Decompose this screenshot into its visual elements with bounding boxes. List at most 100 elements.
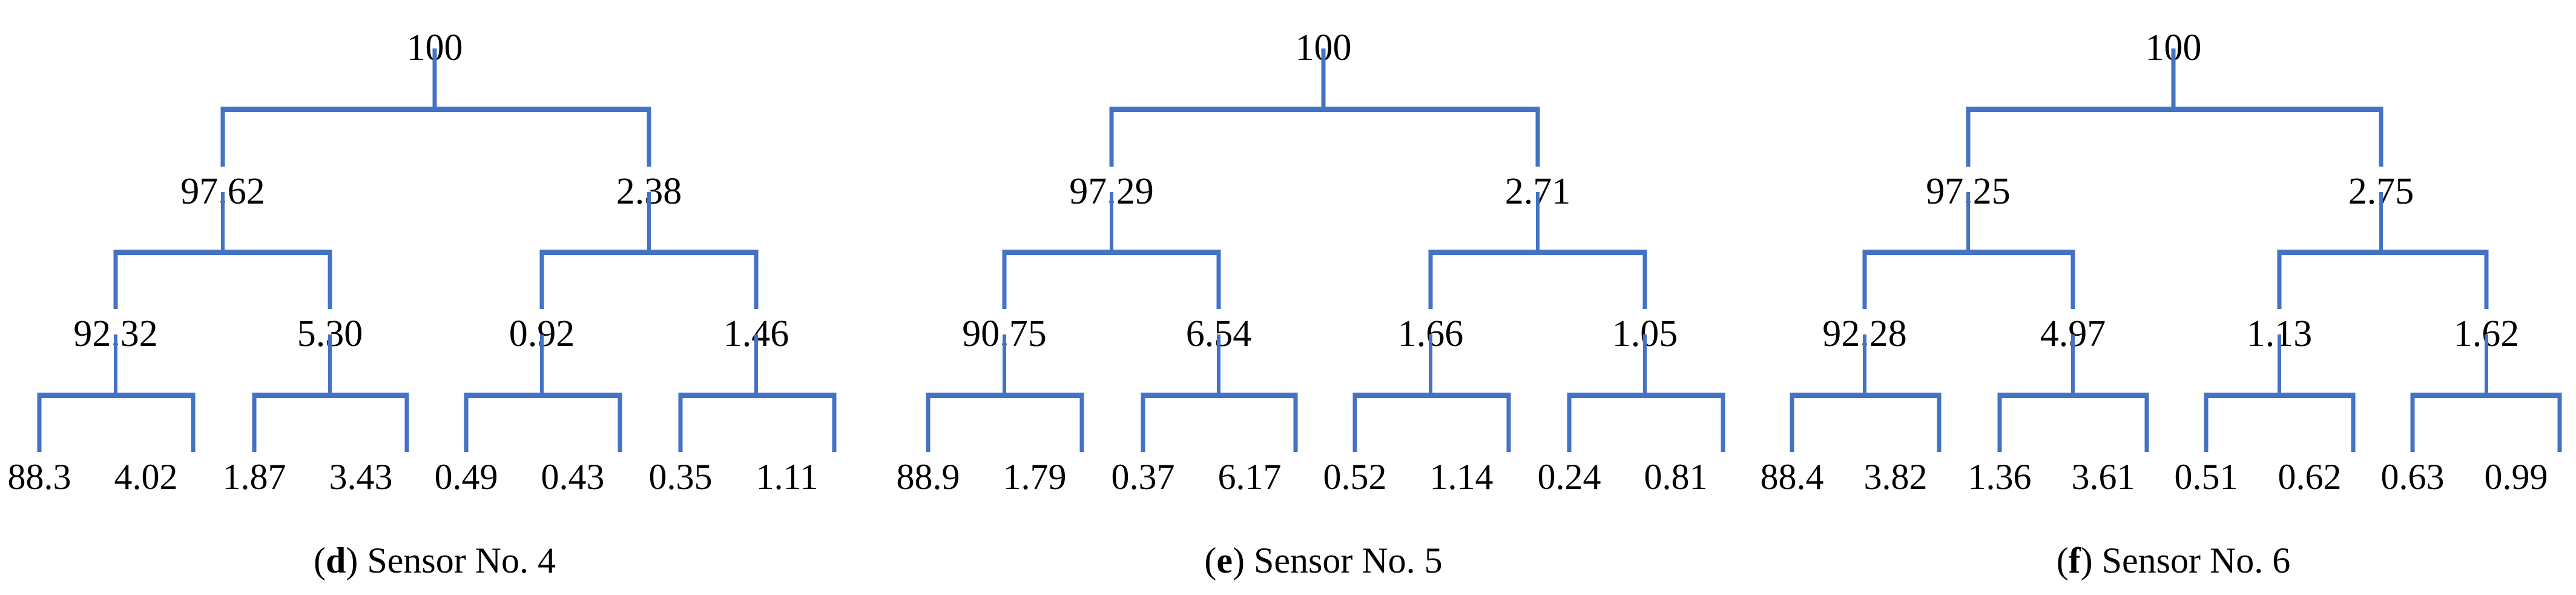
connector-level1-bus (1110, 107, 1540, 112)
caption-text: ) Sensor No. 4 (346, 540, 556, 580)
connector-level2-drop-1 (1216, 250, 1221, 309)
node-leaf-0: 88.4 (1760, 457, 1824, 497)
connector-level3-drop-1 (1079, 393, 1084, 452)
connector-level3-stem-0 (1003, 334, 1006, 395)
node-leaf-3: 3.61 (2071, 457, 2135, 497)
connector-level3-drop-5 (618, 393, 622, 452)
node-leaf-2: 1.36 (1968, 457, 2032, 497)
connector-level3-drop-0 (926, 393, 931, 452)
tree-panel-sensor-6: 100 97.25 2.75 92.28 4.97 1.13 1.62 (1756, 0, 2576, 595)
connector-level3-drop-6 (678, 393, 683, 452)
connector-level2-drop-0 (1002, 250, 1007, 309)
connector-level3-drop-4 (464, 393, 469, 452)
connector-level2-drop-3 (1642, 250, 1647, 309)
connector-level3-drop-3 (404, 393, 409, 452)
node-leaf-1: 1.79 (1003, 457, 1067, 497)
connector-level3-drop-1 (1937, 393, 1942, 452)
connector-level1-drop-right (1535, 107, 1540, 167)
connector-level3-drop-3 (2144, 393, 2149, 452)
connector-level3-drop-0 (37, 393, 42, 452)
connector-level3-drop-6 (1567, 393, 1572, 452)
caption-open-paren: ( (314, 540, 326, 580)
node-leaf-4: 0.49 (434, 457, 498, 497)
connector-root-stem (1321, 48, 1326, 109)
connector-level3-drop-1 (191, 393, 196, 452)
connector-level1-drop-left (1109, 107, 1114, 167)
connector-level2-stem-left (1110, 192, 1113, 253)
node-leaf-7: 0.99 (2484, 457, 2548, 497)
caption-letter: d (325, 540, 346, 580)
connector-level2-drop-2 (1428, 250, 1433, 309)
connector-level3-drop-5 (1506, 393, 1511, 452)
connector-level1-drop-right (2379, 107, 2383, 167)
connector-level2-stem-left (1966, 192, 1970, 253)
caption-letter: f (2068, 540, 2081, 580)
connector-level3-bus-1 (1141, 393, 1297, 398)
node-leaf-1: 3.82 (1863, 457, 1928, 497)
connector-root-stem (432, 48, 437, 109)
connector-level1-drop-right (647, 107, 651, 167)
connector-level1-bus (221, 107, 651, 112)
connector-level3-stem-3 (1643, 334, 1647, 395)
connector-level3-stem-0 (1863, 334, 1866, 395)
connector-level3-stem-2 (2278, 334, 2281, 395)
connector-level3-bus-0 (1790, 393, 1941, 398)
connector-level3-drop-5 (2351, 393, 2356, 452)
node-leaf-3: 6.17 (1217, 457, 1282, 497)
connector-level3-drop-3 (1293, 393, 1298, 452)
tree-panel-sensor-5: 100 97.29 2.71 90.75 6.54 1.66 1.05 (889, 0, 1736, 595)
connector-level3-bus-2 (1353, 393, 1510, 398)
connector-level3-stem-1 (2071, 334, 2075, 395)
connector-level3-stem-2 (1429, 334, 1432, 395)
connector-level3-stem-0 (114, 334, 117, 395)
connector-level3-drop-7 (1721, 393, 1725, 452)
connector-root-stem (2171, 48, 2176, 109)
connector-level3-bus-0 (926, 393, 1084, 398)
connector-level2-drop-3 (2484, 250, 2489, 309)
connector-level3-stem-3 (2485, 334, 2488, 395)
connector-level2-bus-right (540, 250, 758, 255)
caption-text: ) Sensor No. 5 (1232, 540, 1443, 580)
connector-level3-bus-3 (2411, 393, 2561, 398)
node-leaf-6: 0.24 (1537, 457, 1601, 497)
connector-level3-drop-7 (2557, 393, 2562, 452)
connector-level3-stem-2 (540, 334, 544, 395)
connector-level1-drop-left (220, 107, 225, 167)
connector-level2-stem-right (2379, 192, 2383, 253)
node-leaf-0: 88.9 (896, 457, 960, 497)
node-leaf-2: 1.87 (222, 457, 286, 497)
panel-caption-sensor-5: (e) Sensor No. 5 (1204, 542, 1442, 579)
connector-level2-stem-right (1536, 192, 1540, 253)
connector-level3-bus-1 (1998, 393, 2149, 398)
node-leaf-5: 1.14 (1429, 457, 1494, 497)
connector-level2-bus-left (114, 250, 332, 255)
connector-level3-drop-6 (2410, 393, 2415, 452)
connector-level1-bus (1966, 107, 2383, 112)
panel-caption-sensor-4: (d) Sensor No. 4 (314, 542, 556, 579)
connector-level3-drop-7 (832, 393, 837, 452)
node-leaf-6: 0.63 (2380, 457, 2445, 497)
connector-level3-stem-1 (1217, 334, 1220, 395)
node-leaf-5: 0.62 (2278, 457, 2342, 497)
connector-level3-drop-2 (1141, 393, 1145, 452)
connector-level2-stem-left (221, 192, 225, 253)
caption-open-paren: ( (2056, 540, 2069, 580)
tree-panel-sensor-4: 100 97.62 2.38 92.32 5.30 0.92 1.46 (0, 0, 848, 595)
connector-level3-bus-2 (2204, 393, 2355, 398)
node-leaf-1: 4.02 (114, 457, 178, 497)
node-leaf-7: 0.81 (1644, 457, 1708, 497)
connector-level2-bus-right (1429, 250, 1647, 255)
connector-level2-drop-1 (328, 250, 332, 309)
connector-level2-drop-2 (539, 250, 544, 309)
node-leaf-0: 88.3 (7, 457, 71, 497)
connector-level3-drop-4 (2204, 393, 2209, 452)
node-leaf-4: 0.51 (2174, 457, 2238, 497)
caption-text: ) Sensor No. 6 (2080, 540, 2291, 580)
caption-letter: e (1216, 540, 1233, 580)
connector-level3-drop-4 (1352, 393, 1357, 452)
node-leaf-2: 0.37 (1111, 457, 1175, 497)
connector-level2-drop-0 (1862, 250, 1867, 309)
node-leaf-5: 0.43 (541, 457, 605, 497)
node-leaf-3: 3.43 (329, 457, 393, 497)
